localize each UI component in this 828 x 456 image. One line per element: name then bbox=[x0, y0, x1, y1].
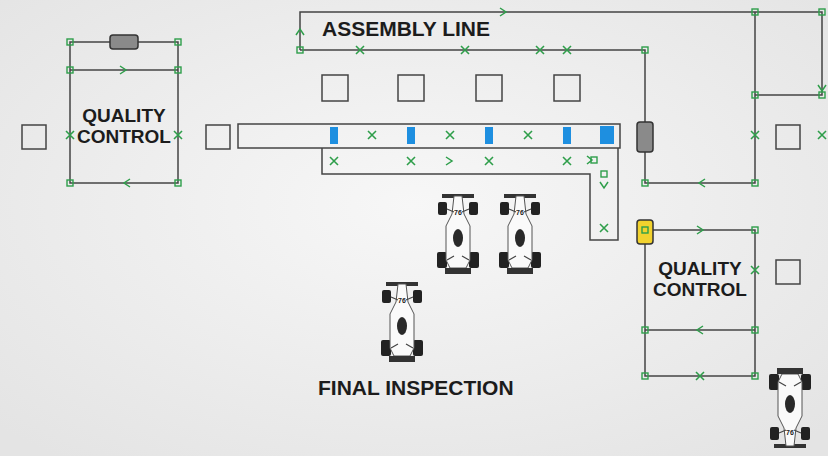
car-number: 76 bbox=[516, 209, 524, 216]
area-title: FINAL INSPECTION bbox=[318, 376, 514, 400]
car-number: 76 bbox=[786, 429, 794, 436]
area-title: ASSEMBLY LINE bbox=[322, 17, 490, 41]
quality-control-station: QUALITY CONTROL bbox=[70, 70, 178, 183]
car-number: 76 bbox=[398, 297, 406, 304]
station-title: QUALITY CONTROL bbox=[70, 106, 178, 148]
car-number: 76 bbox=[454, 209, 462, 216]
station-title: QUALITY CONTROL bbox=[645, 259, 755, 301]
quality-control-station: QUALITY CONTROL bbox=[645, 230, 755, 330]
